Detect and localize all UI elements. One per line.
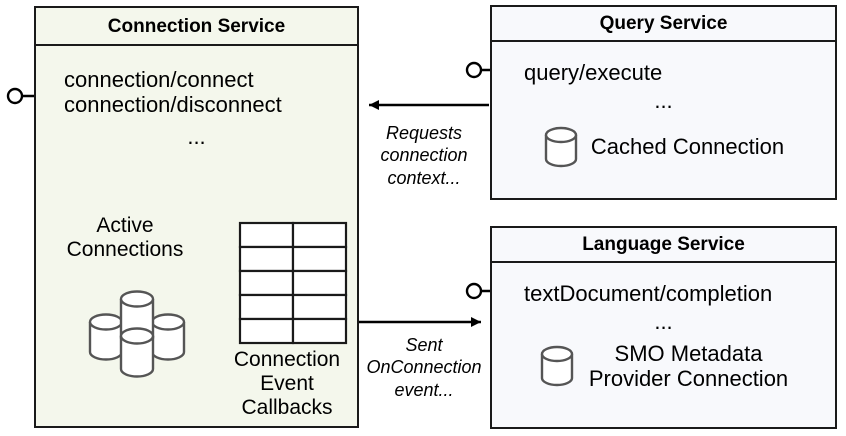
connection-service-endpoints: connection/connect connection/disconnect [64, 67, 282, 117]
smo-metadata-label-line1: SMO Metadata [614, 341, 763, 366]
endpoint-connection-connect: connection/connect [64, 67, 254, 92]
language-service-ellipsis: ... [654, 309, 673, 334]
edge-label-line1: Sent [405, 335, 443, 355]
edge-label-sent-onconnection-event: Sent OnConnection event... [360, 334, 488, 401]
edge-label-line2: OnConnection [366, 357, 482, 378]
callbacks-label-line1: Connection [233, 348, 341, 371]
endpoint-query-execute: query/execute [524, 60, 663, 85]
component-connection-service[interactable]: Connection Service connection/connect co… [34, 6, 359, 428]
component-language-service[interactable]: Language Service textDocument/completion… [490, 226, 837, 429]
connection-service-body: connection/connect connection/disconnect… [36, 46, 357, 426]
smo-metadata-label-line2: Provider Connection [588, 366, 789, 392]
active-connections-label-line1: Active [96, 214, 154, 237]
table-grid-icon [238, 221, 348, 347]
cached-connection-row: Cached Connection [492, 124, 835, 170]
callbacks-label-line2: Event [260, 372, 314, 396]
language-service-title: Language Service [492, 228, 835, 263]
edge-label-requests-connection-context: Requests connection context... [363, 122, 485, 189]
language-service-endpoints: textDocument/completion [524, 281, 773, 307]
connection-service-title: Connection Service [36, 8, 357, 46]
component-query-service[interactable]: Query Service query/execute ... Cached C… [490, 5, 837, 200]
edge-label-line1: Requests [385, 123, 463, 143]
language-service-body: textDocument/completion ... SMO Metadata… [492, 263, 835, 427]
smo-metadata-row: SMO Metadata Provider Connection [492, 341, 835, 392]
edge-label-line3: event... [394, 379, 454, 400]
connection-service-ellipsis: ... [187, 124, 206, 149]
smo-metadata-label: SMO Metadata Provider Connection [589, 341, 788, 392]
database-cylinder-icon [539, 343, 575, 389]
database-cylinder-icon [543, 124, 579, 170]
query-service-title: Query Service [492, 7, 835, 42]
edge-label-line2: connection [380, 145, 468, 166]
endpoint-connection-disconnect: connection/disconnect [64, 91, 282, 117]
query-service-body: query/execute ... Cached Connection [492, 42, 835, 198]
active-connections-label-line2: Connections [66, 238, 184, 262]
database-cluster-icon [84, 286, 190, 382]
callbacks-label-line3: Callbacks [241, 396, 333, 420]
connection-event-callbacks-label: Connection Event Callbacks [212, 348, 362, 420]
query-service-ellipsis: ... [654, 88, 673, 113]
query-service-endpoints: query/execute [524, 60, 663, 86]
endpoint-textdocument-completion: textDocument/completion [524, 281, 773, 306]
edge-label-line3: context... [387, 167, 461, 188]
active-connections-label: Active Connections [36, 214, 214, 262]
cached-connection-label: Cached Connection [590, 134, 785, 159]
